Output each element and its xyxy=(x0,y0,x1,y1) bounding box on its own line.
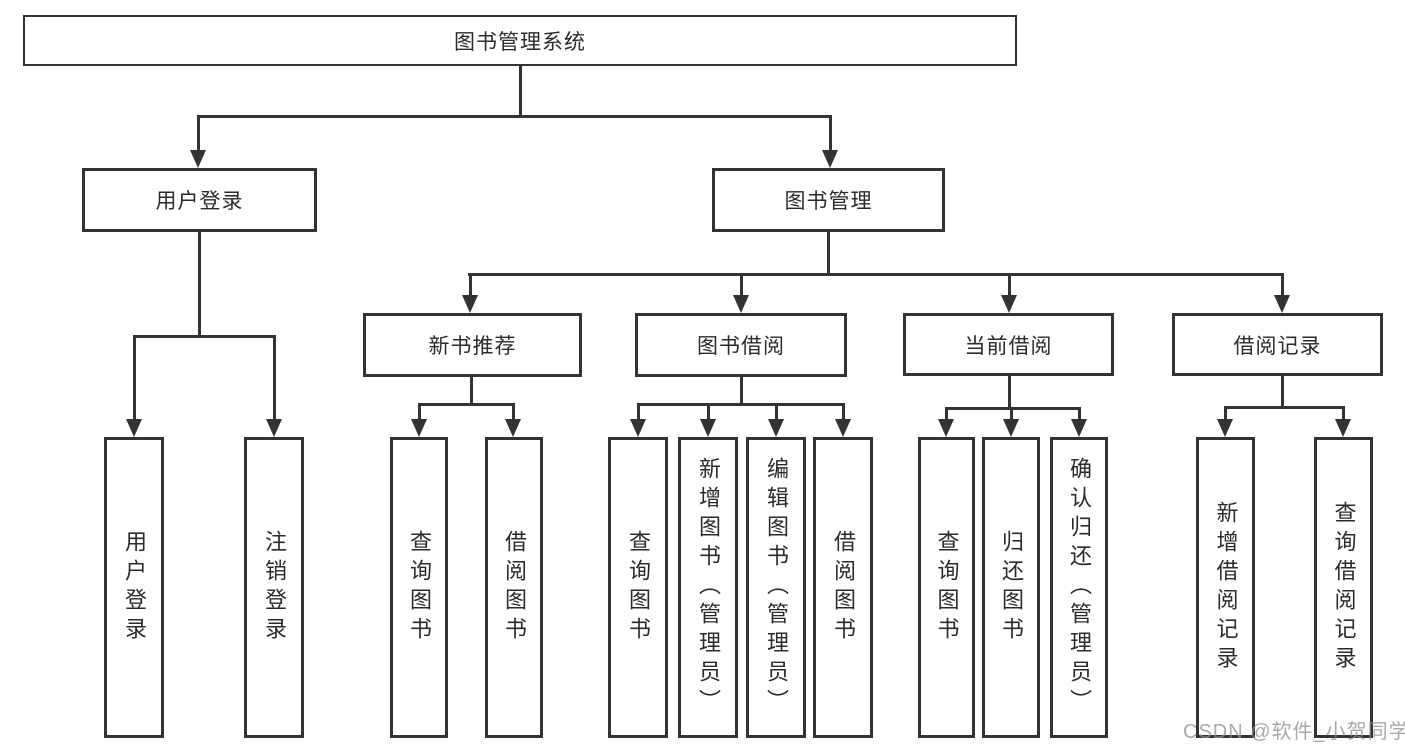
leaf-label: 查询图书 xyxy=(407,529,432,646)
leaf-user-login: 用户登录 xyxy=(104,437,164,738)
arrowhead-icon xyxy=(938,419,954,437)
leaf-label: 用户登录 xyxy=(122,529,147,646)
edge-to-leaf-user-login xyxy=(133,335,136,421)
edge-to-book-borrow xyxy=(740,273,743,299)
arrowhead-icon xyxy=(411,419,427,437)
leaf-query-borrow-record: 查询借阅记录 xyxy=(1314,437,1373,738)
node-current-borrow: 当前借阅 xyxy=(903,313,1114,376)
edge-current-child xyxy=(1010,407,1013,421)
edge-newbook-child xyxy=(418,403,421,421)
arrowhead-icon xyxy=(822,150,838,168)
arrowhead-icon xyxy=(266,419,282,437)
arrowhead-icon xyxy=(1003,419,1019,437)
edge-borrow-child xyxy=(842,403,845,421)
edge-current-stem xyxy=(1008,376,1011,407)
arrowhead-icon xyxy=(1001,295,1017,313)
edge-login-splitter xyxy=(133,335,276,338)
leaf-logout: 注销登录 xyxy=(244,437,304,738)
edge-borrow-splitter xyxy=(637,403,845,406)
edge-borrow-child xyxy=(637,403,640,421)
edge-to-book-management xyxy=(829,115,832,153)
edge-root-splitter xyxy=(197,115,832,118)
edge-borrow-child xyxy=(775,403,778,421)
leaf-query-books-borrow: 查询图书 xyxy=(608,437,668,738)
arrowhead-icon xyxy=(700,419,716,437)
leaf-label: 查询借阅记录 xyxy=(1331,500,1357,675)
arrowhead-icon xyxy=(126,419,142,437)
edge-to-user-login xyxy=(197,115,200,153)
arrowhead-icon xyxy=(190,150,206,168)
edge-records-child xyxy=(1224,406,1227,421)
leaf-label: 查询图书 xyxy=(626,529,651,646)
edge-to-leaf-logout xyxy=(273,335,276,421)
leaf-borrow-books: 借阅图书 xyxy=(813,437,873,738)
leaf-query-books-current: 查询图书 xyxy=(918,437,975,738)
leaf-label: 借阅图书 xyxy=(502,529,527,646)
arrowhead-icon xyxy=(1335,419,1351,437)
leaf-label: 确认归还（管理员） xyxy=(1067,457,1092,718)
node-book-management: 图书管理 xyxy=(712,168,945,232)
arrowhead-icon xyxy=(1274,295,1290,313)
leaf-label: 新增借阅记录 xyxy=(1213,500,1239,675)
leaf-label: 归还图书 xyxy=(999,529,1024,646)
edge-newbook-child xyxy=(512,403,515,421)
arrowhead-icon xyxy=(462,295,478,313)
edge-borrow-child xyxy=(707,403,710,421)
edge-records-splitter xyxy=(1224,406,1345,409)
edge-to-borrow-records xyxy=(1281,273,1284,299)
node-user-login: 用户登录 xyxy=(82,168,317,232)
node-new-book-recommend: 新书推荐 xyxy=(363,313,582,377)
edge-mgmt-stem xyxy=(827,232,830,273)
edge-to-current-borrow xyxy=(1008,273,1011,299)
edge-current-child xyxy=(945,407,948,421)
node-borrow-records: 借阅记录 xyxy=(1172,313,1383,376)
edge-current-child xyxy=(1078,407,1081,421)
edge-records-child xyxy=(1342,406,1345,421)
arrowhead-icon xyxy=(1071,419,1087,437)
arrowhead-icon xyxy=(835,419,851,437)
edge-mgmt-splitter xyxy=(468,273,1284,276)
leaf-label: 借阅图书 xyxy=(831,529,856,646)
leaf-label: 新增图书（管理员） xyxy=(696,457,721,718)
leaf-borrow-books-recommend: 借阅图书 xyxy=(485,437,543,738)
leaf-label: 编辑图书（管理员） xyxy=(764,457,789,718)
leaf-label: 查询图书 xyxy=(934,529,960,646)
node-book-borrow: 图书借阅 xyxy=(635,313,847,377)
edge-borrow-stem xyxy=(740,377,743,403)
leaf-add-books-admin: 新增图书（管理员） xyxy=(678,437,738,738)
leaf-return-books: 归还图书 xyxy=(982,437,1040,738)
leaf-label: 注销登录 xyxy=(262,529,287,646)
arrowhead-icon xyxy=(630,419,646,437)
edge-root-stem xyxy=(519,65,522,116)
node-library-management-system: 图书管理系统 xyxy=(23,15,1017,66)
edge-current-splitter xyxy=(945,407,1081,410)
arrowhead-icon xyxy=(768,419,784,437)
leaf-edit-books-admin: 编辑图书（管理员） xyxy=(746,437,806,738)
edge-records-stem xyxy=(1281,376,1284,406)
edge-newbook-splitter xyxy=(418,403,515,406)
arrowhead-icon xyxy=(505,419,521,437)
leaf-confirm-return-admin: 确认归还（管理员） xyxy=(1050,437,1108,738)
leaf-query-books-recommend: 查询图书 xyxy=(390,437,448,738)
edge-newbook-stem xyxy=(470,377,473,403)
csdn-watermark: CSDN @软件_小贺同学 xyxy=(1183,721,1405,743)
arrowhead-icon xyxy=(733,295,749,313)
edge-to-new-book xyxy=(469,273,472,299)
edge-login-stem xyxy=(198,232,201,335)
leaf-add-borrow-record: 新增借阅记录 xyxy=(1196,437,1255,738)
arrowhead-icon xyxy=(1217,419,1233,437)
